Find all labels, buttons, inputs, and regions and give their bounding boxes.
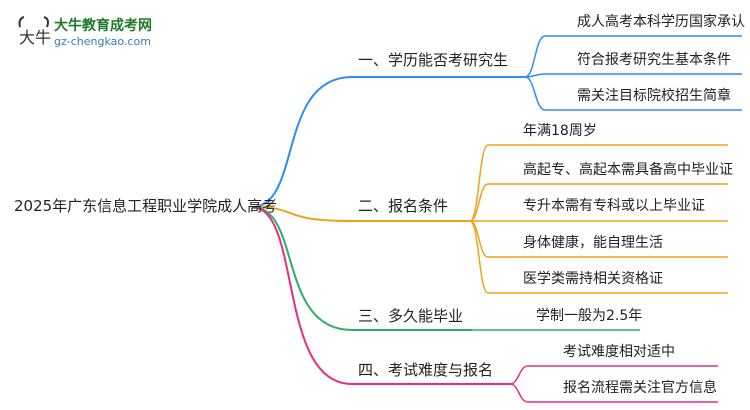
leaf-4-1: 考试难度相对适中 (563, 344, 675, 360)
branch-2: 二、报名条件 (358, 197, 449, 215)
leaf-connector (524, 76, 742, 111)
leaf-2-2: 高起专、高起本需具备高中毕业证 (523, 162, 733, 178)
logo-url: gz-chengkao.com (54, 35, 151, 48)
leaf-1-2: 符合报考研究生基本条件 (577, 52, 731, 68)
leaf-3-1: 学制一般为2.5年 (536, 308, 643, 324)
leaf-2-5: 医学类需持相关资格证 (523, 271, 663, 287)
site-logo: 大牛 大牛教育成考网 gz-chengkao.com (14, 13, 174, 55)
leaf-2-3: 专升本需有专科或以上毕业证 (523, 198, 705, 214)
leaf-connector (524, 35, 742, 78)
leaf-connector (524, 73, 742, 78)
branch-connector (251, 206, 470, 222)
branch-3: 三、多久能毕业 (358, 307, 464, 325)
leaf-connector (509, 383, 718, 403)
branch-4: 四、考试难度与报名 (358, 361, 494, 379)
branch-connector (251, 206, 510, 385)
mindmap-edges (251, 35, 742, 403)
bull-logo-icon: 大牛 (18, 16, 51, 47)
logo-title: 大牛教育成考网 (54, 18, 152, 34)
leaf-1-3: 需关注目标院校招生简章 (577, 88, 731, 104)
logo-mark: 大牛 (19, 28, 51, 47)
leaf-2-4: 身体健康，能自理生活 (523, 235, 663, 251)
leaf-connector (469, 183, 728, 222)
leaf-1-1: 成人高考本科学历国家承认 (577, 14, 745, 30)
branch-1: 一、学历能否考研究生 (358, 51, 509, 69)
leaf-connector (509, 365, 718, 385)
root-node: 2025年广东信息工程职业学院成人高考 (14, 197, 278, 215)
leaf-connector (469, 144, 728, 222)
branch-connector (251, 76, 525, 208)
branch-connector (251, 206, 472, 331)
leaf-connector (469, 220, 728, 294)
leaf-2-1: 年满18周岁 (523, 123, 597, 139)
leaf-4-2: 报名流程需关注官方信息 (563, 380, 717, 396)
